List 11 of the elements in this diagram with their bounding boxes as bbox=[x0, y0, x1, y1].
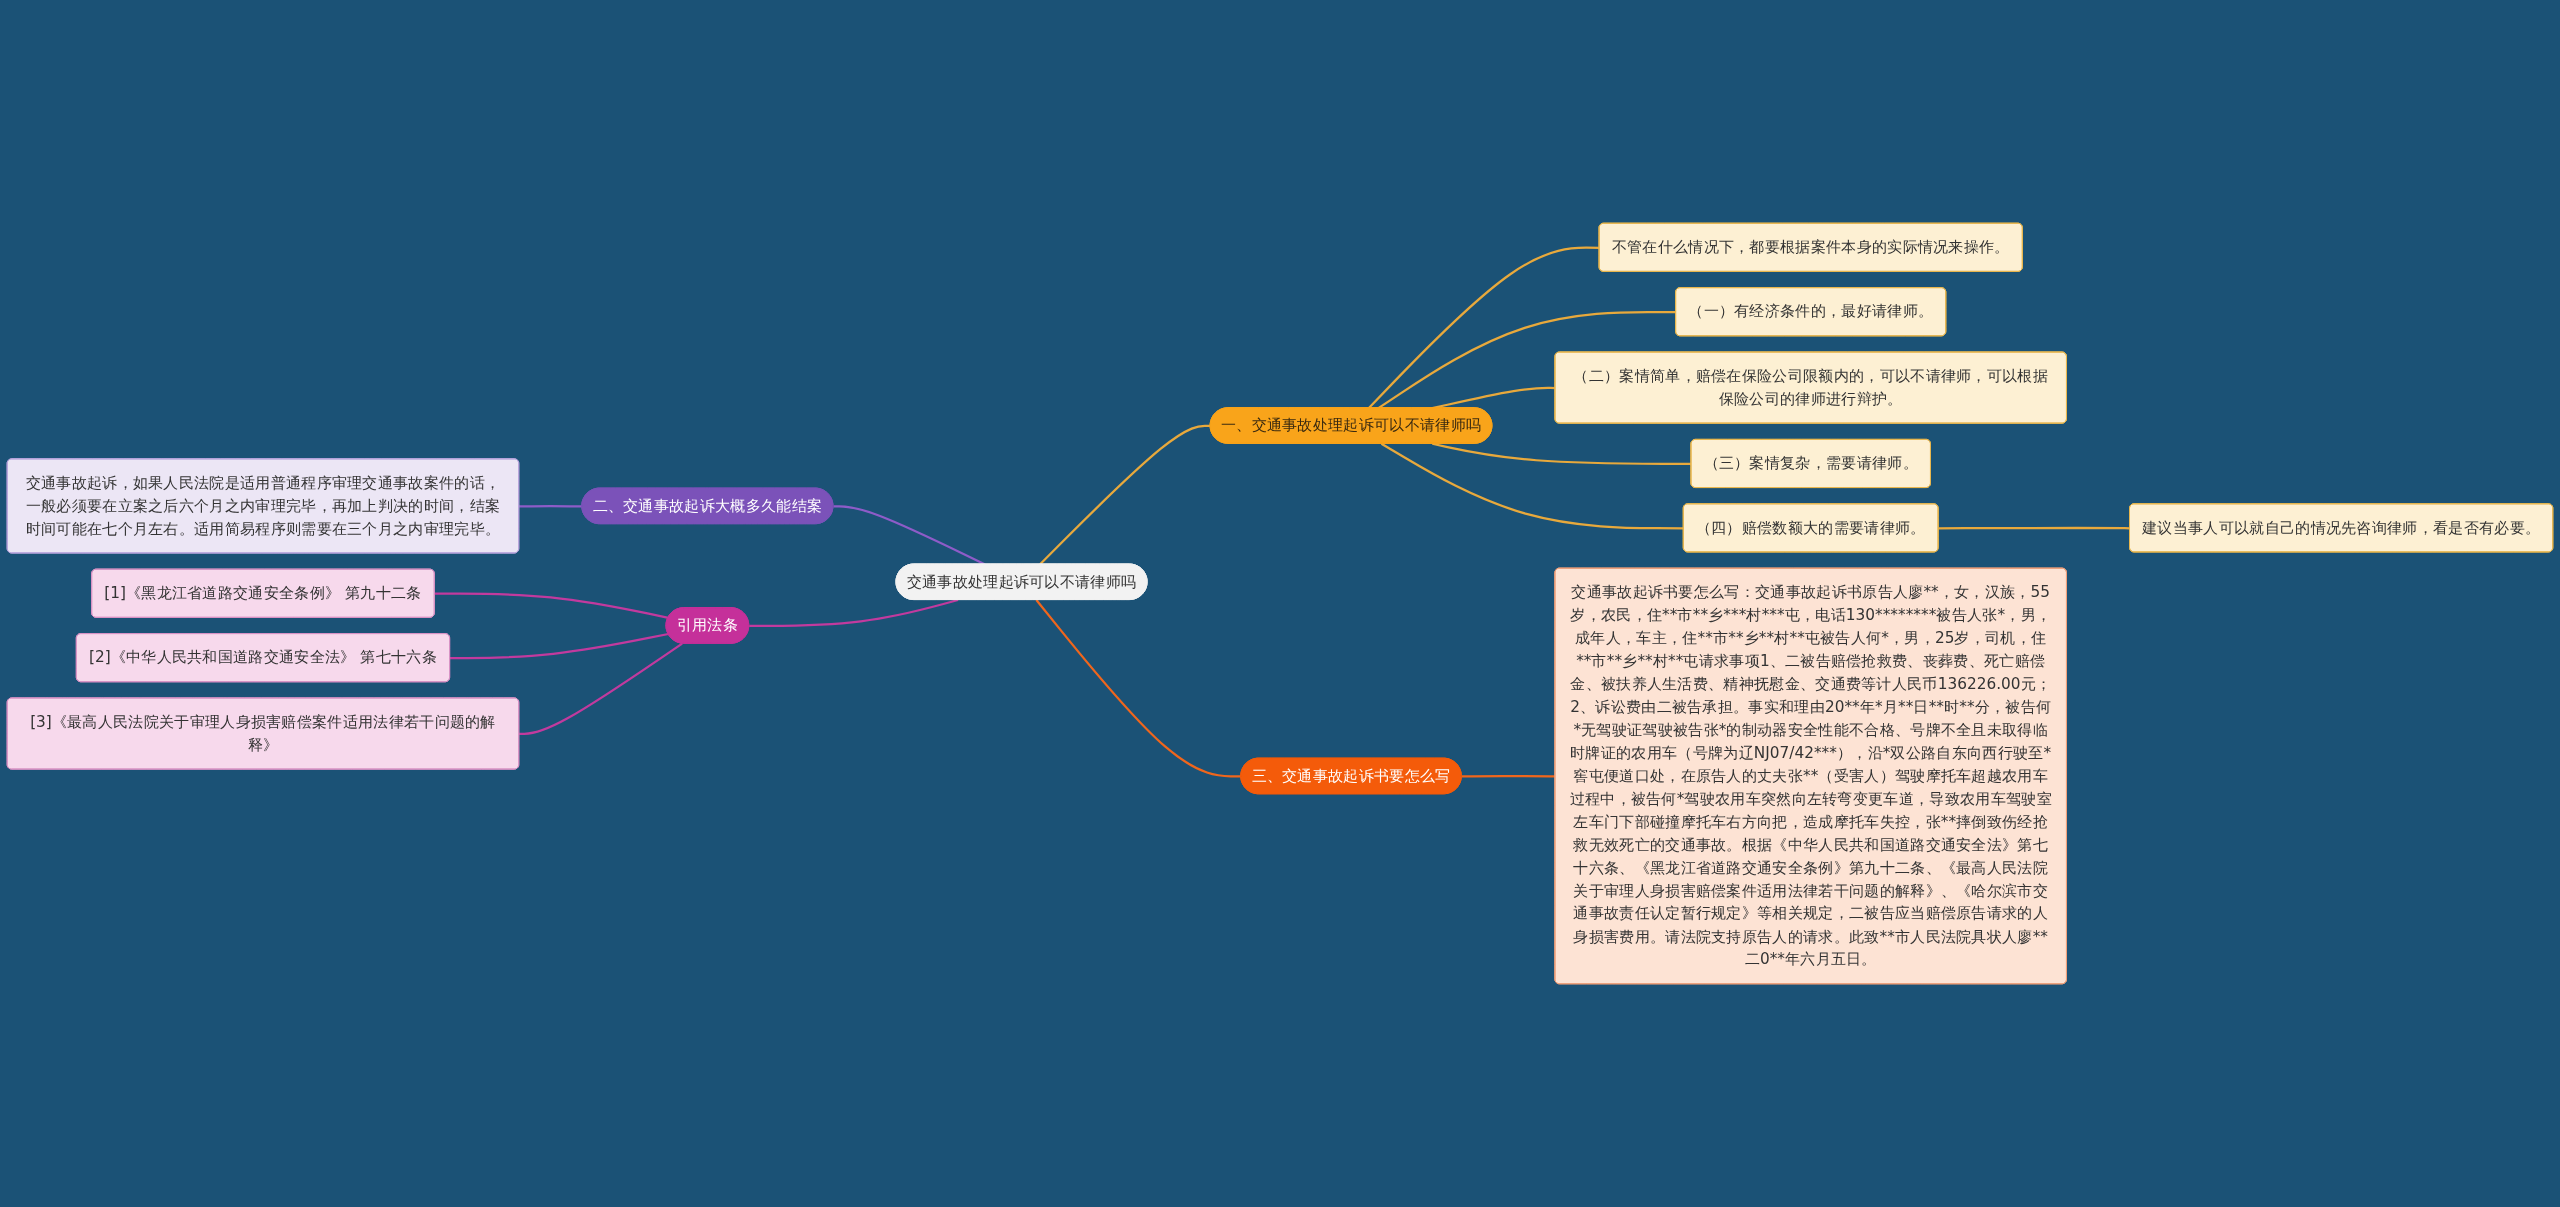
connector bbox=[519, 642, 683, 736]
connector bbox=[1938, 526, 2130, 530]
connector bbox=[1367, 246, 1600, 409]
connector bbox=[450, 632, 669, 660]
connector bbox=[749, 598, 959, 628]
connector bbox=[1035, 599, 1242, 778]
connector bbox=[434, 592, 669, 619]
connector bbox=[1380, 442, 1684, 530]
connector bbox=[1432, 442, 1692, 466]
connector bbox=[519, 504, 583, 508]
connector bbox=[1461, 775, 1556, 778]
